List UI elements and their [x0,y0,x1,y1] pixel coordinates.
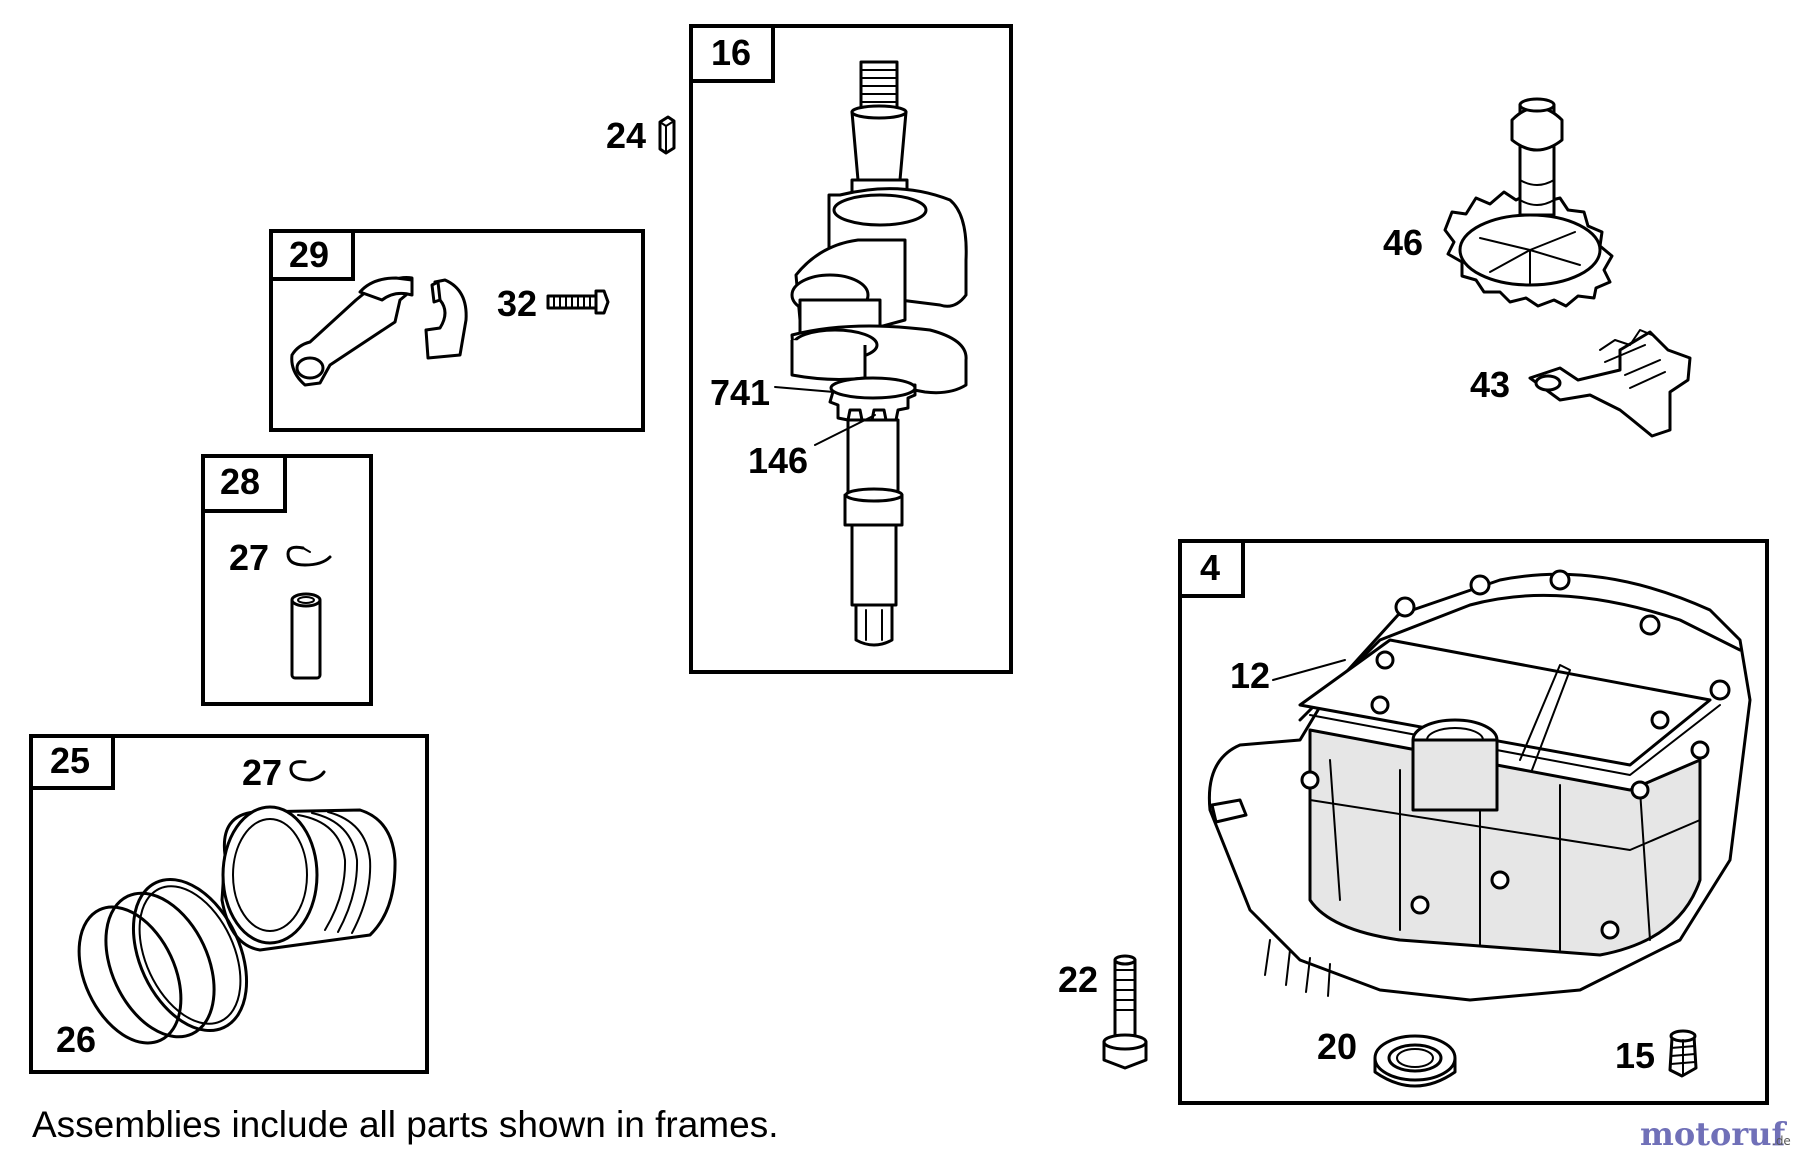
frame-label-25: 25 [50,740,90,781]
leader-146 [814,414,876,446]
key-icon[interactable] [658,115,676,155]
watermark-suffix: .de [1772,1134,1791,1148]
callout-12: 12 [1230,655,1270,696]
footnote: Assemblies include all parts shown in fr… [32,1104,779,1145]
piston-pin-icon[interactable] [290,592,322,680]
callout-26: 26 [56,1019,96,1060]
frame-16: 16 [689,24,1013,674]
frame-label-4: 4 [1200,547,1220,588]
watermark-logo: motoruf .de [1640,1115,1791,1153]
governor-bracket-icon[interactable] [1528,329,1692,438]
screw-icon[interactable] [546,289,610,315]
callout-43: 43 [1470,364,1510,405]
frame-29: 29 [269,229,645,432]
frame-25: 25 [29,734,429,1074]
bolt-icon[interactable] [1102,954,1148,1070]
frame-28: 28 [201,454,373,706]
callout-32: 32 [497,283,537,324]
piston-icon[interactable] [220,805,397,952]
callout-46: 46 [1383,222,1423,263]
oil-seal-icon[interactable] [1373,1034,1457,1088]
connecting-rod-icon[interactable] [290,276,468,387]
frame-label-16: 16 [711,32,751,73]
leader-741 [774,386,835,393]
frame-label-28: 28 [220,461,260,502]
crankshaft-icon[interactable] [790,60,968,647]
watermark-text: motoruf [1640,1115,1787,1153]
callout-22: 22 [1058,959,1098,1000]
retaining-ring-icon[interactable] [289,760,326,782]
callout-27-frame25: 27 [242,752,282,793]
retaining-ring-icon[interactable] [286,545,332,567]
drain-plug-icon[interactable] [1668,1029,1698,1078]
frame-4: 4 [1178,539,1769,1105]
callout-24: 24 [606,115,646,156]
callout-741: 741 [710,372,770,413]
camshaft-gear-icon[interactable] [1443,97,1614,308]
sump-cover-icon[interactable] [1207,569,1752,1002]
callout-146: 146 [748,440,808,481]
callout-27-frame28: 27 [229,537,269,578]
callout-15: 15 [1615,1035,1655,1076]
leader-12 [1272,659,1346,681]
piston-rings-icon[interactable] [59,861,269,1059]
callout-20: 20 [1317,1026,1357,1067]
frame-label-29: 29 [289,234,329,275]
